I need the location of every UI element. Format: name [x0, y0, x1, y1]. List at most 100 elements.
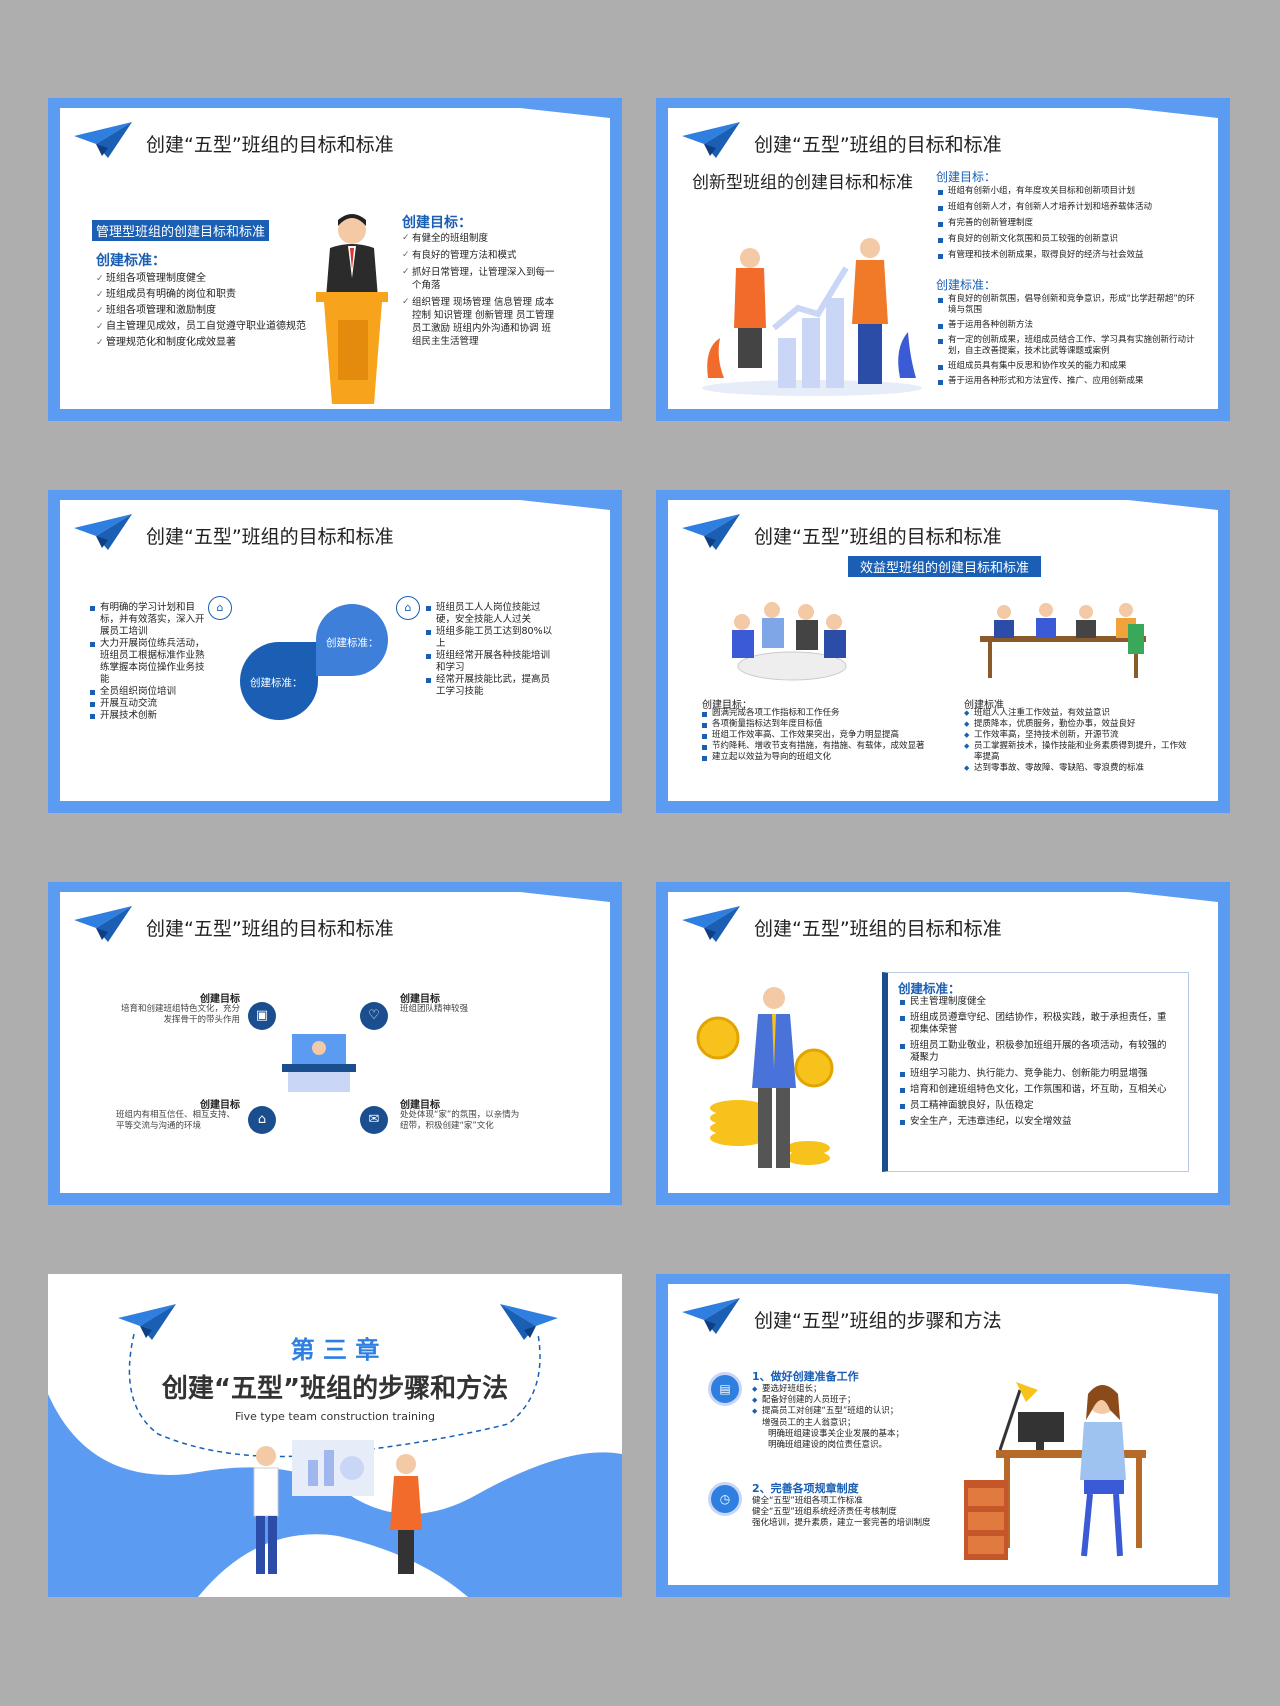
list-item: 配备好创建的人员班子； [752, 1395, 942, 1406]
chapter-subtitle: Five type team construction training [235, 1410, 435, 1423]
q2-text: 班组团队精神较强 [400, 1004, 469, 1014]
detail-line: 健全“五型”班组系统经济责任考核制度 [752, 1507, 897, 1517]
list-item: 提质降本，优质服务，勤俭办事，效益良好 [964, 719, 1194, 730]
heart-icon: ♡ [360, 1002, 388, 1030]
calendar-icon: ▤ [708, 1372, 742, 1406]
step-2-heading: 2、完善各项规章制度 [752, 1482, 859, 1495]
q1-text: 培育和创建班组特色文化，充分发挥骨干的带头作用 [120, 1004, 240, 1025]
q3-text: 班组内有相互信任、相互支持、平等交流与沟通的环境 [116, 1110, 236, 1131]
slide-6-content: 创建“五型”班组的目标和标准 创建标准： 民主管理制度健全 班组成员遵章守纪、团… [668, 892, 1218, 1193]
list-item: 开展互动交流 [90, 698, 208, 710]
bubble-right [316, 604, 388, 676]
list-item: 有良好的创新氛围，倡导创新和竞争意识，形成“比学赶帮超”的环境与氛围 [938, 294, 1196, 316]
list-item: 班组成员遵章守纪、团结协作，积极实践，敢于承担责任，重视集体荣誉 [900, 1012, 1174, 1036]
slide-banner: 效益型班组的创建目标和标准 [848, 556, 1042, 577]
office-team-illustration [980, 603, 1146, 678]
bubble-left-label: 创建标准： [250, 677, 303, 689]
list-item: 大力开展岗位练兵活动，班组员工根据标准作业熟练掌握本岗位操作业务技能 [90, 638, 208, 686]
team-growth-illustration [702, 238, 922, 396]
list-item: 班组员工勤业敬业，积极参加班组开展的各项活动，有较强的凝聚力 [900, 1040, 1174, 1064]
detail-line: 增强员工的主人翁意识； [762, 1418, 856, 1428]
detail-line: 强化培训，提升素质，建立一套完善的培训制度 [752, 1518, 931, 1528]
detail-line: 明确班组建设的岗位责任意识。 [768, 1440, 888, 1450]
q3-title: 创建目标 [200, 1100, 240, 1111]
list-item: 班组学习能力、执行能力、竞争能力、创新能力明显增强 [900, 1068, 1174, 1080]
goals-heading: 创建目标： [702, 700, 752, 711]
slide-title: 创建“五型”班组的目标和标准 [754, 526, 1002, 548]
coins-businessman-illustration [696, 987, 834, 1168]
detail-line: 明确班组建设事关企业发展的基本； [768, 1429, 905, 1439]
list-item: 民主管理制度健全 [900, 996, 1174, 1008]
slide-8: 创建“五型”班组的步骤和方法 ▤ 1、做好创建准备工作 要选好班组长； 配备好创… [656, 1274, 1230, 1597]
list-item: 工作效率高，坚持技术创新，开源节流 [964, 730, 1194, 741]
standards-list: 民主管理制度健全 班组成员遵章守纪、团结协作，积极实践，敢于承担责任，重视集体荣… [900, 996, 1174, 1128]
clock-icon: ◷ [708, 1482, 742, 1516]
list-item: 有完善的创新管理制度 [938, 218, 1196, 229]
right-standards-list: 班组员工人人岗位技能过硬，安全技能人人过关 班组多能工员工达到80%以上 班组经… [426, 602, 554, 698]
list-item: 要选好班组长； [752, 1384, 942, 1395]
bubble-right-label: 创建标准： [326, 637, 379, 649]
list-item: 全员组织岗位培训 [90, 686, 208, 698]
step-1-details: 增强员工的主人翁意识； 明确班组建设事关企业发展的基本； 明确班组建设的岗位责任… [762, 1418, 942, 1451]
paper-plane-icon [682, 1298, 740, 1334]
chapter-label: 第 三 章 [290, 1336, 380, 1364]
list-item: 培育和创建班组特色文化，工作氛围和谐，坏互助，互相关心 [900, 1084, 1174, 1096]
slide-3: 创建“五型”班组的目标和标准 有明确的学习计划和目标，并有效落实，深入开展员工培… [48, 490, 622, 813]
paper-plane-icon [500, 1304, 558, 1340]
paper-plane-icon [118, 1304, 176, 1340]
paper-plane-icon [682, 514, 740, 550]
detail-line: 健全“五型”班组各项工作标准 [752, 1496, 863, 1506]
standards-heading: 创建标准： [96, 253, 166, 269]
list-item: 达到零事故、零故障、零缺陷、零浪费的标准 [964, 763, 1194, 774]
slide-subtitle: 创新型班组的创建目标和标准 [692, 173, 913, 193]
list-item: 有一定的创新成果，班组成员结合工作、学习具有实施创新行动计划，自主改善提案，技术… [938, 335, 1196, 357]
slide-title: 创建“五型”班组的目标和标准 [146, 526, 394, 548]
slide-5: 创建“五型”班组的目标和标准 创建目标 培育和创建班组特色文化，充分发挥骨干的带… [48, 882, 622, 1205]
list-item: 班组成员具有集中反思和协作攻关的能力和成果 [938, 361, 1196, 372]
standards-heading: 创建标准： [898, 981, 961, 996]
list-item: 有良好的管理方法和模式 [402, 249, 560, 262]
bubble-left [240, 642, 318, 720]
step-1-heading: 1、做好创建准备工作 [752, 1370, 859, 1383]
standards-list: 有良好的创新氛围，倡导创新和竞争意识，形成“比学赶帮超”的环境与氛围 善于运用各… [938, 294, 1196, 387]
slide-5-content: 创建“五型”班组的目标和标准 创建目标 培育和创建班组特色文化，充分发挥骨干的带… [60, 892, 610, 1193]
q1-title: 创建目标 [200, 994, 240, 1005]
list-item: 有明确的学习计划和目标，并有效落实，深入开展员工培训 [90, 602, 208, 638]
list-item: 班组各项管理制度健全 [96, 271, 316, 287]
goals-heading: 创建目标： [936, 170, 997, 184]
slide-1-content: 创建“五型”班组的目标和标准 管理型班组的创建目标和标准 创建标准： 班组各项管… [60, 108, 610, 409]
goals-list: 有健全的班组制度 有良好的管理方法和模式 抓好日常管理，让管理深入到每一个角落 … [402, 232, 560, 348]
list-item: 班组有创新小组，有年度攻关目标和创新项目计划 [938, 186, 1196, 197]
standards-box [882, 972, 1189, 1172]
slide-title: 创建“五型”班组的目标和标准 [146, 134, 394, 156]
paper-plane-icon [74, 906, 132, 942]
office-worker-illustration [964, 1382, 1146, 1560]
standards-list: 班组各项管理制度健全 班组成员有明确的岗位和职责 班组各项管理和激励制度 自主管… [96, 271, 316, 351]
list-item: 圆满完成各项工作指标和工作任务 [702, 708, 930, 719]
q4-text: 处处体现“家”的氛围，以亲情为纽带，积极创建“家”文化 [400, 1110, 520, 1131]
slide-8-content: 创建“五型”班组的步骤和方法 ▤ 1、做好创建准备工作 要选好班组长； 配备好创… [668, 1284, 1218, 1585]
list-item: 自主管理见成效，员工自觉遵守职业道德规范 [96, 319, 316, 335]
house-icon: ⌂ [396, 596, 420, 620]
list-item: 节约降耗、增收节支有措施，有措施、有载体，成效显著 [702, 741, 930, 752]
list-item: 班组人人注重工作效益，有效益意识 [964, 708, 1194, 719]
briefcase-icon: ▣ [248, 1002, 276, 1030]
step-2-details: 健全“五型”班组各项工作标准 健全“五型”班组系统经济责任考核制度 强化培训，提… [752, 1496, 932, 1529]
q2-title: 创建目标 [400, 994, 440, 1005]
slide-title: 创建“五型”班组的步骤和方法 [754, 1310, 1002, 1332]
slide-title: 创建“五型”班组的目标和标准 [754, 918, 1002, 940]
list-item: 员工精神面貌良好，队伍稳定 [900, 1100, 1174, 1112]
slide-2-content: 创建“五型”班组的目标和标准 创新型班组的创建目标和标准 创建目标： 班组有创新… [668, 108, 1218, 409]
desk-illustration [282, 1034, 356, 1092]
list-item: 提高员工对创建“五型”班组的认识； [752, 1406, 942, 1417]
slide-6: 创建“五型”班组的目标和标准 创建标准： 民主管理制度健全 班组成员遵章守纪、团… [656, 882, 1230, 1205]
list-item: 开展技术创新 [90, 710, 208, 722]
presenters-illustration [253, 1440, 422, 1574]
meeting-illustration [732, 602, 847, 681]
paper-plane-icon [74, 122, 132, 158]
standards-heading: 创建标准 [964, 700, 1004, 711]
paper-plane-icon [74, 514, 132, 550]
goals-list: 圆满完成各项工作指标和工作任务 各项衡量指标达到年度目标值 班组工作效率高、工作… [702, 708, 930, 763]
slide-2: 创建“五型”班组的目标和标准 创新型班组的创建目标和标准 创建目标： 班组有创新… [656, 98, 1230, 421]
list-item: 有良好的创新文化氛围和员工较强的创新意识 [938, 234, 1196, 245]
